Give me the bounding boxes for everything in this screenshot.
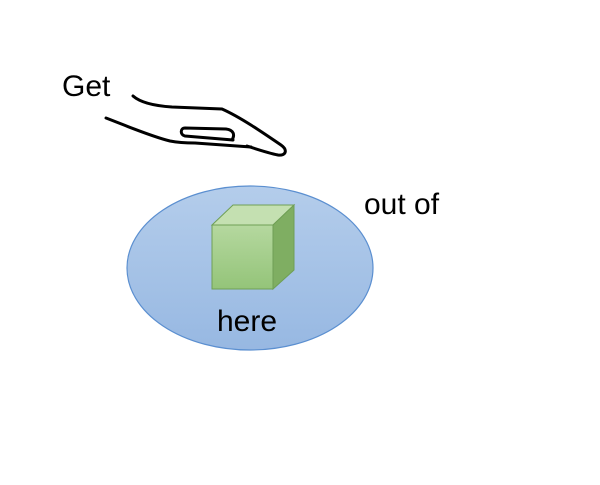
label-get: Get — [62, 70, 111, 103]
hand-icon — [104, 94, 287, 157]
cube-front-face — [211, 224, 274, 290]
hand-lower-contour — [104, 116, 253, 149]
hand-thumb — [179, 126, 236, 142]
cube-icon — [210, 203, 296, 291]
label-here: here — [217, 305, 278, 338]
label-out-of: out of — [364, 188, 440, 221]
hand-upper-contour — [131, 94, 287, 157]
